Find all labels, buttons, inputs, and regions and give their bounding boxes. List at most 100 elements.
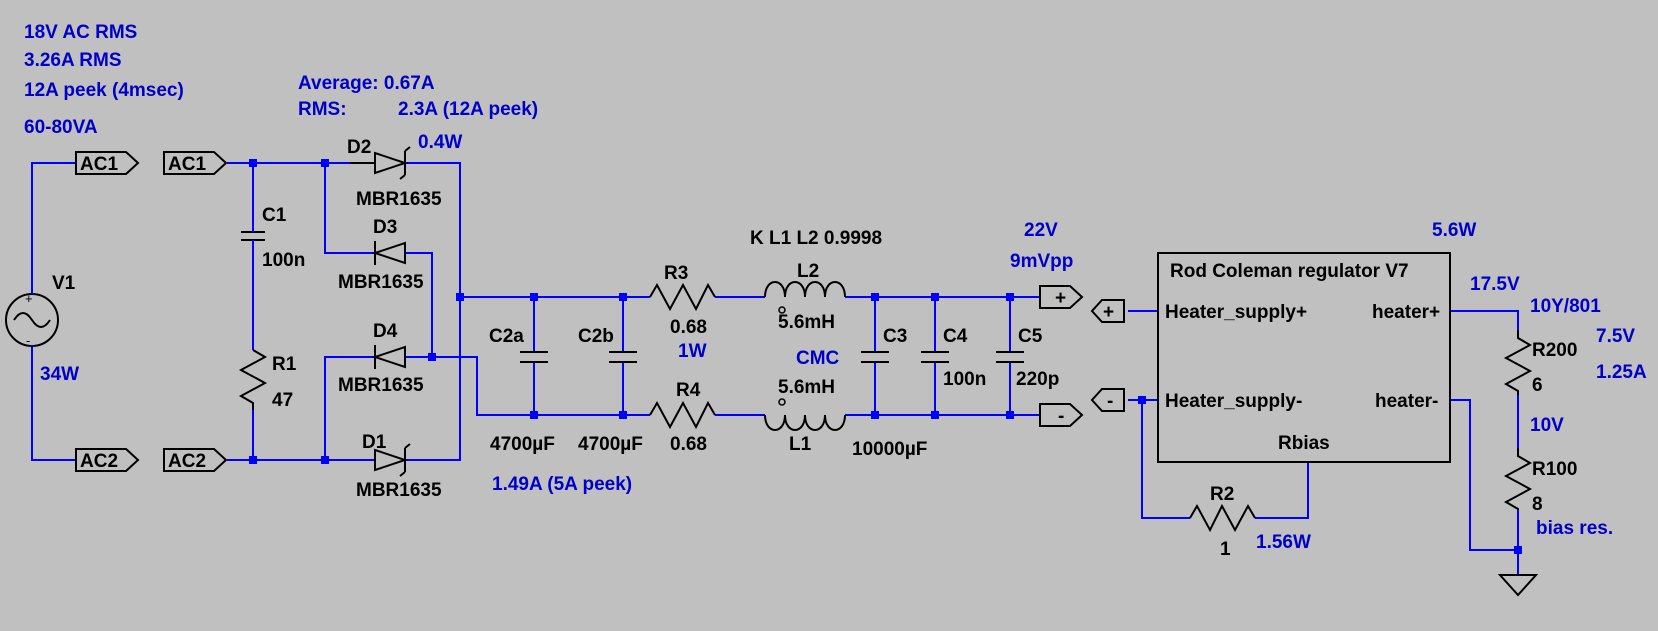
- val-l1: 5.6mH: [778, 377, 835, 398]
- val-c5: 220p: [1016, 369, 1059, 390]
- ref-r2: R2: [1210, 484, 1234, 505]
- annotation-bias-label: bias res.: [1536, 518, 1613, 539]
- regulator-box: [1157, 252, 1451, 463]
- part-d4: MBR1635: [338, 375, 424, 396]
- annotation-tube-current: 1.25A: [1596, 362, 1647, 383]
- pin-supply-minus: Heater_supply-: [1165, 391, 1302, 412]
- capacitor-c5: [996, 351, 1024, 363]
- part-d1: MBR1635: [356, 480, 442, 501]
- resistor-r2: [1189, 503, 1256, 533]
- annotation-bias-voltage: 10V: [1530, 415, 1564, 436]
- svg-text:+: +: [25, 291, 33, 306]
- ac-source-v1: + -: [5, 275, 59, 348]
- part-d3: MBR1635: [338, 272, 424, 293]
- wires: [31, 162, 1519, 575]
- annotation-diode-rms-label: RMS:: [298, 99, 347, 120]
- diode-d3: [371, 241, 406, 265]
- label-cmc: CMC: [796, 348, 840, 369]
- junctions: [249, 159, 1522, 554]
- net-label-plus-out: +: [1055, 288, 1066, 309]
- pin-supply-plus: Heater_supply+: [1165, 302, 1307, 323]
- net-label-ac1-left: AC1: [80, 154, 118, 175]
- ref-c1: C1: [262, 205, 287, 226]
- annotation-out-voltage: 22V: [1024, 220, 1058, 241]
- ref-c2b: C2b: [578, 326, 614, 347]
- ref-c5: C5: [1018, 326, 1043, 347]
- net-flags: [75, 151, 1125, 472]
- ref-d4: D4: [373, 321, 398, 342]
- val-r1: 47: [272, 390, 293, 411]
- capacitor-c3: [861, 351, 889, 363]
- pin-rbias: Rbias: [1278, 433, 1330, 454]
- ref-c2a: C2a: [489, 326, 524, 347]
- net-label-minus-in: -: [1107, 391, 1113, 412]
- net-label-ac1-right: AC1: [168, 154, 206, 175]
- ref-c3: C3: [883, 326, 907, 347]
- resistor-r1: [238, 349, 268, 410]
- net-label-plus-in: +: [1103, 302, 1114, 323]
- inductor-l2: [764, 281, 846, 314]
- annotation-diode-power: 0.4W: [418, 132, 462, 153]
- val-r3: 0.68: [670, 317, 707, 338]
- val-r4: 0.68: [670, 434, 707, 455]
- ref-r100: R100: [1532, 459, 1577, 480]
- ref-l2: L2: [797, 261, 819, 282]
- annotation-out-ripple: 9mVpp: [1010, 251, 1073, 272]
- annotation-input-voltage: 18V AC RMS: [24, 22, 137, 43]
- ref-d2: D2: [347, 137, 371, 158]
- ref-l1: L1: [789, 434, 812, 455]
- annotation-diode-rms-value: 2.3A (12A peek): [398, 99, 538, 120]
- diode-d2: [350, 146, 411, 180]
- val-l2: 5.6mH: [778, 312, 835, 333]
- pin-heater-plus: heater+: [1372, 302, 1440, 323]
- val-r100: 8: [1532, 494, 1543, 515]
- net-label-ac2-right: AC2: [168, 451, 206, 472]
- ref-d1: D1: [362, 432, 387, 453]
- ref-r4: R4: [676, 380, 701, 401]
- resistor-r3: [649, 282, 716, 312]
- annotation-r3-power: 1W: [678, 341, 707, 362]
- capacitor-c4: [921, 351, 949, 363]
- annotation-input-peak: 12A peek (4msec): [24, 80, 184, 101]
- net-label-minus-out: -: [1058, 406, 1064, 427]
- capacitor-c2b: [609, 351, 637, 363]
- coupling-statement: K L1 L2 0.9998: [750, 228, 882, 249]
- annotation-tube: 10Y/801: [1530, 296, 1601, 317]
- svg-text:-: -: [26, 333, 30, 348]
- resistor-r200: [1503, 330, 1533, 395]
- ref-d3: D3: [373, 217, 397, 238]
- val-r200: 6: [1532, 375, 1543, 396]
- ref-v1: V1: [52, 273, 76, 294]
- val-c2a: 4700µF: [490, 434, 555, 455]
- ref-r3: R3: [664, 263, 688, 284]
- annotation-filter-current: 1.49A (5A peek): [492, 474, 632, 495]
- inductor-l1: [764, 398, 846, 431]
- annotation-input-current: 3.26A RMS: [24, 50, 122, 71]
- annotation-r2-power: 1.56W: [1256, 532, 1311, 553]
- val-c2b: 4700µF: [578, 434, 643, 455]
- resistor-r100: [1503, 448, 1533, 510]
- ref-r200: R200: [1532, 340, 1577, 361]
- annotation-tube-voltage: 7.5V: [1596, 326, 1635, 347]
- diode-d1: [374, 443, 411, 477]
- val-c1: 100n: [262, 250, 305, 271]
- regulator-title: Rod Coleman regulator V7: [1170, 261, 1409, 282]
- annotation-input-va: 60-80VA: [24, 117, 98, 138]
- capacitor-c1: [241, 225, 265, 245]
- ref-r1: R1: [272, 354, 297, 375]
- annotation-heater-voltage: 17.5V: [1470, 274, 1520, 295]
- val-c4: 100n: [943, 369, 986, 390]
- diode-d4: [371, 345, 406, 369]
- annotation-source-power: 34W: [40, 364, 79, 385]
- annotation-diode-average: Average: 0.67A: [298, 73, 435, 94]
- capacitor-c2a: [520, 351, 548, 363]
- ground-symbol: [1497, 574, 1539, 597]
- resistor-r4: [649, 400, 716, 430]
- ref-c4: C4: [943, 326, 968, 347]
- pin-heater-minus: heater-: [1375, 391, 1438, 412]
- part-d2: MBR1635: [356, 189, 442, 210]
- val-r2: 1: [1220, 539, 1231, 560]
- annotation-reg-power: 5.6W: [1432, 220, 1476, 241]
- val-c3: 10000µF: [852, 439, 927, 460]
